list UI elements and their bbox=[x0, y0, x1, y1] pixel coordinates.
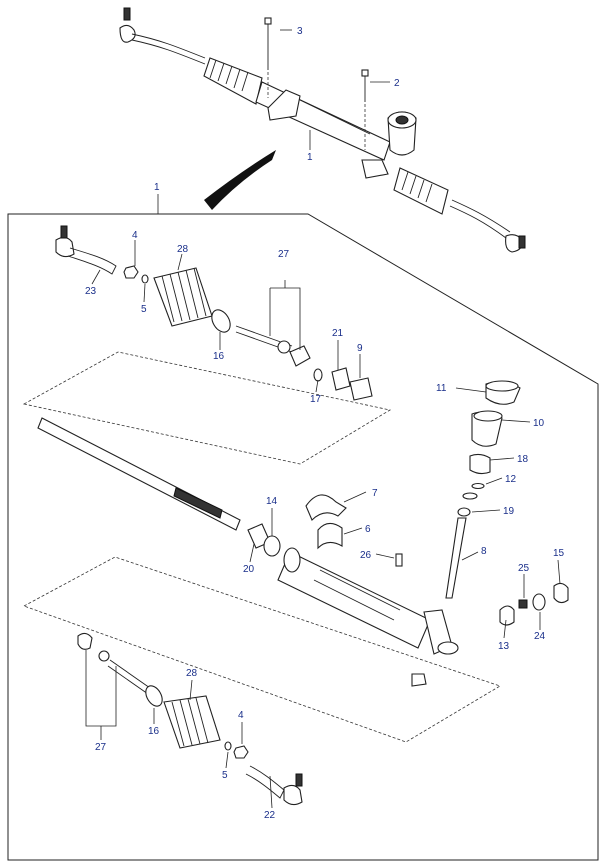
pin-26 bbox=[395, 553, 403, 567]
washer-5-lower bbox=[224, 741, 232, 751]
callout-1-frame: 1 bbox=[154, 182, 160, 193]
bushing-18 bbox=[469, 453, 491, 475]
callout-27-lower: 27 bbox=[95, 742, 107, 753]
callout-17: 17 bbox=[310, 394, 322, 405]
rack-teeth bbox=[173, 487, 223, 519]
callout-23: 23 bbox=[85, 286, 97, 297]
ring-12 bbox=[471, 482, 485, 490]
callout-22: 22 bbox=[264, 810, 276, 821]
callout-8: 8 bbox=[481, 546, 487, 557]
bolt-2 bbox=[361, 69, 369, 77]
leader-lines bbox=[85, 29, 561, 809]
callout-11: 11 bbox=[436, 383, 447, 394]
nut-4-upper bbox=[123, 265, 139, 279]
callout-19: 19 bbox=[503, 506, 515, 517]
lock-nut-24 bbox=[532, 593, 546, 611]
right-boot-top bbox=[393, 167, 449, 215]
band-16-lower bbox=[145, 685, 163, 707]
left-tie-rod-top bbox=[131, 33, 206, 59]
boot-28-upper bbox=[153, 267, 213, 327]
clamp-top bbox=[267, 89, 301, 121]
callout-20: 20 bbox=[243, 564, 255, 575]
tie-rod-end-23 bbox=[55, 236, 75, 258]
tie-rod-end-22 bbox=[283, 784, 303, 806]
exploded-view-frame bbox=[7, 213, 599, 861]
callout-12: 12 bbox=[505, 474, 517, 485]
bushing-21 bbox=[331, 367, 351, 391]
left-ball-stud-top bbox=[123, 7, 131, 21]
clamp-7 bbox=[305, 494, 347, 521]
assembly-arrow bbox=[204, 150, 276, 210]
callout-labels: 3 2 1 1 4 28 27 23 5 16 21 9 17 11 10 18… bbox=[85, 26, 565, 821]
callout-4-lower: 4 bbox=[238, 710, 244, 721]
callout-3: 3 bbox=[297, 26, 303, 37]
callout-4-upper: 4 bbox=[132, 230, 138, 241]
callout-14: 14 bbox=[266, 496, 278, 507]
callout-27-upper: 27 bbox=[278, 249, 290, 260]
ring-17 bbox=[313, 368, 323, 382]
callout-6: 6 bbox=[365, 524, 371, 535]
bolt-3 bbox=[264, 17, 272, 25]
callout-15: 15 bbox=[553, 548, 565, 559]
mount-top bbox=[361, 159, 389, 179]
callout-7: 7 bbox=[372, 488, 378, 499]
callout-5-upper: 5 bbox=[141, 304, 147, 315]
seal-14 bbox=[263, 535, 281, 557]
left-tie-rod-end-top bbox=[119, 24, 136, 43]
lower-group-outline bbox=[23, 556, 501, 743]
callout-16-lower: 16 bbox=[148, 726, 160, 737]
pinion-8 bbox=[445, 517, 467, 599]
callout-16-upper: 16 bbox=[213, 351, 225, 362]
callout-13: 13 bbox=[498, 641, 510, 652]
callout-28-lower: 28 bbox=[186, 668, 198, 679]
callout-9: 9 bbox=[357, 343, 363, 354]
callout-21: 21 bbox=[332, 328, 344, 339]
callout-24: 24 bbox=[534, 631, 546, 642]
seal-19 bbox=[457, 507, 471, 517]
cap-15 bbox=[553, 582, 569, 604]
yoke-13 bbox=[499, 605, 515, 626]
assembled-rack-illustration bbox=[119, 7, 526, 253]
callout-18: 18 bbox=[517, 454, 529, 465]
callout-28-upper: 28 bbox=[177, 244, 189, 255]
inner-tie-rod-27-lower bbox=[77, 632, 93, 650]
callout-1-top: 1 bbox=[307, 152, 313, 163]
exploded-parts bbox=[37, 225, 569, 806]
nut-4-lower bbox=[233, 745, 249, 759]
plug-bottom bbox=[411, 673, 427, 687]
washer-5-upper bbox=[141, 274, 149, 284]
rack-bar-outline bbox=[22, 351, 392, 465]
callout-25: 25 bbox=[518, 563, 530, 574]
right-tie-rod-top bbox=[451, 199, 511, 233]
band-16-upper bbox=[211, 309, 231, 333]
callout-2: 2 bbox=[394, 78, 400, 89]
spring-25 bbox=[518, 599, 528, 609]
left-boot-top bbox=[203, 57, 263, 105]
callout-5-lower: 5 bbox=[222, 770, 228, 781]
callout-26: 26 bbox=[360, 550, 372, 561]
bushing-9 bbox=[349, 377, 373, 401]
rack-housing-top bbox=[255, 81, 391, 161]
bushing-6 bbox=[317, 522, 343, 550]
callout-10: 10 bbox=[533, 418, 545, 429]
